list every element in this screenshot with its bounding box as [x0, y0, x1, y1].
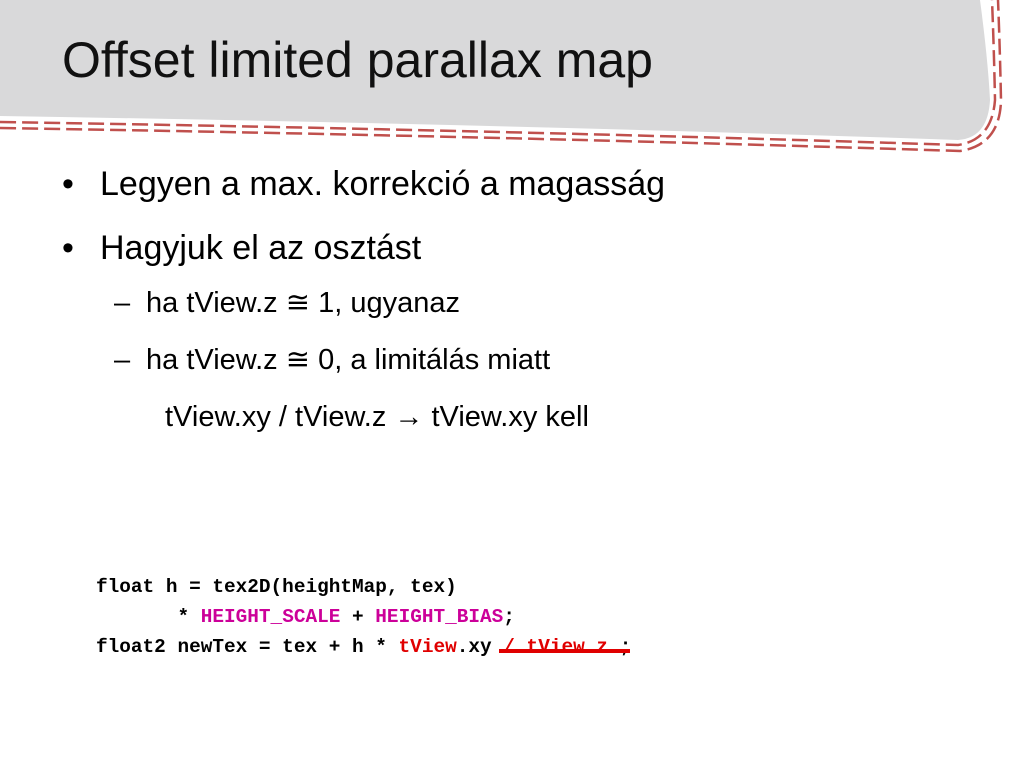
header-dashed-border-outer: [0, 0, 1003, 153]
code-line-3-prefix: float2 newTex = tex + h *: [96, 636, 399, 658]
bullet-glyph: •: [62, 165, 74, 203]
bullet-list: • Legyen a max. korrekció a magasság • H…: [58, 162, 998, 436]
bullet-text: Legyen a max. korrekció a magasság: [100, 165, 666, 203]
code-line-2-prefix: *: [96, 606, 201, 628]
code-semicolon: ;: [503, 606, 515, 628]
header-band-fill: [0, 0, 990, 140]
code-line-2: * HEIGHT_SCALE + HEIGHT_BIAS;: [96, 602, 631, 632]
bullet-text: Hagyjuk el az osztást: [100, 229, 422, 267]
dash-glyph: –: [114, 344, 131, 376]
header-band: [0, 0, 1003, 153]
strikethrough-line: [499, 649, 630, 653]
code-line-3: float2 newTex = tex + h * tView.xy / tVi…: [96, 632, 631, 662]
sub-bullet-item: – ha tView.z ≅ 0, a limitálás miatt: [58, 341, 998, 379]
sub-bullet-item: – ha tView.z ≅ 1, ugyanaz: [58, 284, 998, 322]
code-height-bias: HEIGHT_BIAS: [375, 606, 504, 628]
code-tview: tView: [398, 636, 457, 658]
code-xy: .xy: [456, 636, 504, 658]
code-line-1: float h = tex2D(heightMap, tex): [96, 576, 457, 598]
code-struck-division: / tView.z: [499, 636, 630, 658]
code-plus: +: [340, 606, 376, 628]
code-block: float h = tex2D(heightMap, tex) * HEIGHT…: [96, 572, 631, 662]
sub-bullet-continuation: tView.xy / tView.z → tView.xy kell: [165, 401, 589, 433]
dash-glyph: –: [114, 287, 131, 319]
sub-bullet-text: ha tView.z ≅ 0, a limitálás miatt: [146, 344, 551, 376]
bullet-item: • Hagyjuk el az osztást: [58, 226, 998, 270]
sub-bullet-text: ha tView.z ≅ 1, ugyanaz: [146, 287, 460, 319]
header-dashed-border: [0, 0, 997, 147]
code-end: ;: [619, 636, 632, 658]
slide-title: Offset limited parallax map: [62, 32, 653, 88]
code-struck-text: / tView.z: [503, 636, 620, 658]
bullet-item: • Legyen a max. korrekció a magasság: [58, 162, 998, 206]
code-height-scale: HEIGHT_SCALE: [200, 606, 341, 628]
bullet-glyph: •: [62, 229, 74, 267]
